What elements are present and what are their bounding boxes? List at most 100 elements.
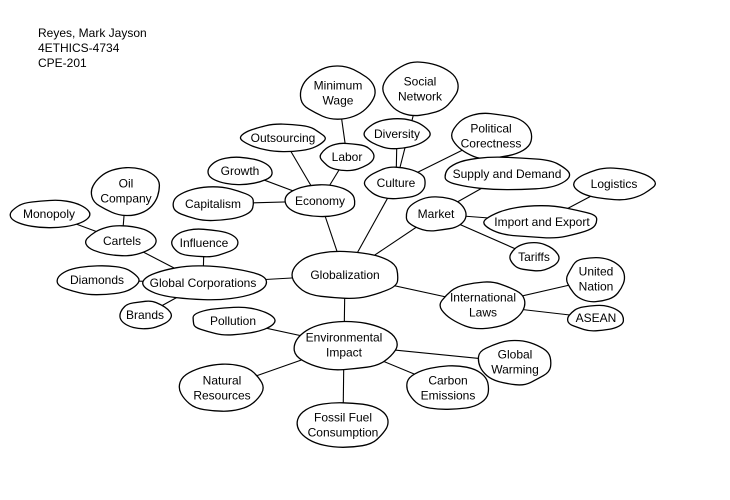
node-label: Resources	[193, 389, 250, 403]
node-supply-demand: Supply and Demand	[444, 156, 571, 191]
node-influence: Influence	[171, 228, 239, 258]
node-bubble	[293, 320, 398, 371]
node-label: Import and Export	[494, 215, 590, 229]
node-label: Corectness	[461, 137, 522, 151]
author-header: Reyes, Mark Jayson 4ETHICS-4734 CPE-201	[38, 26, 147, 71]
node-label: International	[450, 291, 516, 305]
node-label: Capitalism	[185, 197, 241, 211]
node-bubble	[119, 300, 173, 330]
node-growth: Growth	[207, 156, 273, 186]
node-bubble	[56, 265, 140, 296]
node-bubble	[192, 306, 276, 336]
node-label: Wage	[323, 94, 354, 108]
node-economy: Economy	[284, 184, 356, 218]
node-label: Impact	[326, 346, 363, 360]
node-bubble	[172, 186, 255, 222]
node-label: Political	[470, 122, 511, 136]
node-bubble	[406, 365, 490, 410]
node-label: Global Corporations	[150, 276, 257, 290]
node-bubble	[85, 225, 157, 257]
node-bubble	[444, 156, 571, 191]
node-label: Globalization	[310, 268, 379, 282]
node-label: Monopoly	[23, 207, 75, 221]
node-label: Outsourcing	[251, 131, 316, 145]
node-bubble	[178, 363, 264, 412]
node-label: Labor	[332, 150, 363, 164]
node-label: Market	[418, 207, 455, 221]
node-bubble	[566, 304, 625, 332]
node-bubble	[291, 250, 399, 300]
node-label: United	[579, 265, 614, 279]
node-bubble	[299, 65, 376, 120]
node-label: Oil	[119, 177, 134, 191]
node-tariffs: Tariffs	[509, 241, 560, 272]
node-bubble	[382, 61, 459, 117]
node-culture: Culture	[363, 166, 426, 200]
node-bubble	[296, 402, 389, 448]
node-label: Diversity	[374, 127, 420, 141]
node-label: Laws	[469, 306, 497, 320]
node-diversity: Diversity	[363, 118, 431, 150]
node-bubble	[405, 196, 467, 232]
node-label: Natural	[203, 374, 242, 388]
node-label: Fossil Fuel	[314, 411, 372, 425]
node-label: Tariffs	[518, 250, 550, 264]
node-label: Culture	[377, 176, 416, 190]
node-bubble	[90, 166, 161, 217]
node-label: Social	[404, 75, 437, 89]
node-label: Influence	[180, 236, 229, 250]
node-bubble	[9, 199, 91, 229]
node-label: ASEAN	[576, 311, 617, 325]
section-code: CPE-201	[38, 56, 87, 70]
node-label: Environmental	[306, 331, 383, 345]
node-bubble	[239, 123, 326, 153]
node-label: Network	[398, 90, 443, 104]
node-import-export: Import and Export	[483, 205, 598, 239]
concept-nodes: GlobalizationEconomyOutsourcingLaborMini…	[9, 61, 656, 448]
node-diamonds: Diamonds	[56, 265, 140, 296]
node-bubble	[142, 265, 268, 301]
node-label: Company	[100, 192, 151, 206]
node-bubble	[483, 205, 598, 239]
node-label: Consumption	[308, 426, 379, 440]
node-labor: Labor	[319, 142, 375, 172]
node-label: Carbon	[428, 374, 467, 388]
node-bubble	[171, 228, 239, 258]
node-label: Cartels	[103, 234, 141, 248]
node-label: Supply and Demand	[453, 167, 562, 181]
node-label: Nation	[579, 280, 614, 294]
node-bubble	[363, 166, 426, 200]
node-bubble	[573, 167, 656, 201]
node-bubble	[477, 339, 552, 386]
node-outsourcing: Outsourcing	[239, 123, 326, 153]
node-label: Brands	[126, 308, 164, 322]
node-brands: Brands	[119, 300, 173, 330]
node-label: Pollution	[210, 314, 256, 328]
node-globalization: Globalization	[291, 250, 399, 300]
node-label: Emissions	[421, 389, 476, 403]
node-bubble	[509, 241, 560, 272]
node-bubble	[319, 142, 375, 172]
node-cartels: Cartels	[85, 225, 157, 257]
author-name: Reyes, Mark Jayson	[38, 26, 147, 40]
node-bubble	[207, 156, 273, 186]
node-bubble	[439, 281, 526, 330]
node-label: Logistics	[591, 177, 638, 191]
node-label: Global	[498, 348, 533, 362]
course-code: 4ETHICS-4734	[38, 41, 120, 55]
node-bubble	[284, 184, 356, 218]
node-market: Market	[405, 196, 467, 232]
node-capitalism: Capitalism	[172, 186, 255, 222]
node-logistics: Logistics	[573, 167, 656, 201]
node-label: Economy	[295, 194, 345, 208]
node-pollution: Pollution	[192, 306, 276, 336]
